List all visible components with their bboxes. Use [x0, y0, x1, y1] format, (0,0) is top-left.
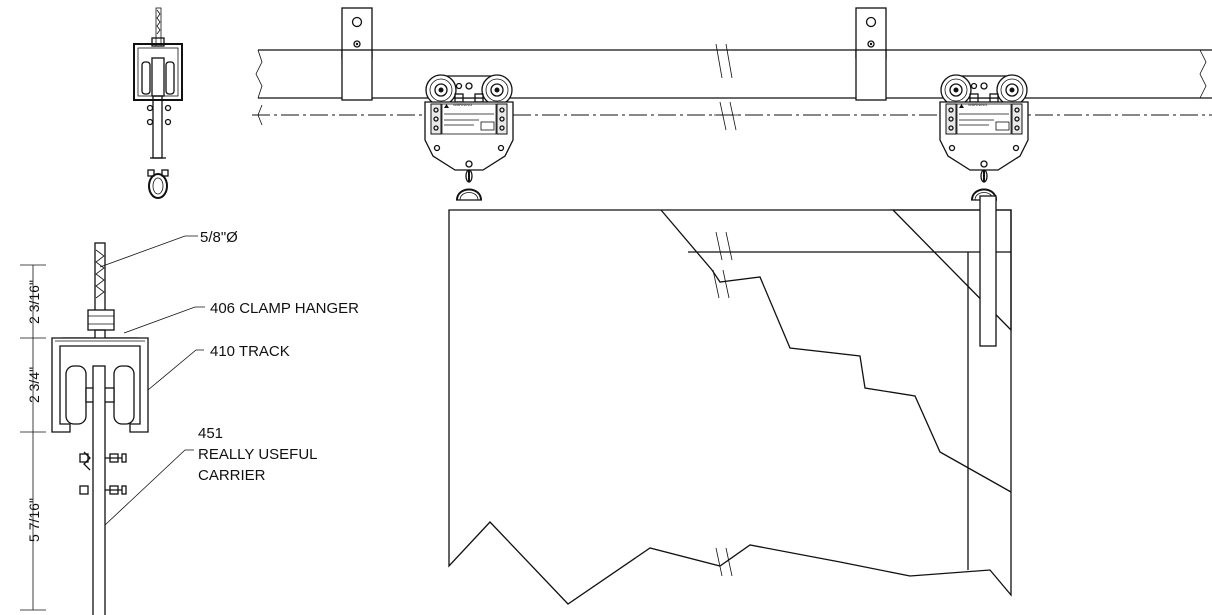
track-elevation [252, 43, 1212, 131]
large-section-view [51, 242, 149, 615]
dimension-lines [20, 264, 46, 611]
dimension-3: 5 7/16" [26, 498, 42, 542]
carrier-left: WARNING [424, 74, 514, 201]
carrier-name-label-2: CARRIER [198, 467, 266, 484]
hanger-bracket-left [341, 7, 373, 101]
dimension-1: 2 3/16" [26, 280, 42, 324]
warning-text: WARNING [453, 102, 472, 107]
carrier-number-label: 451 [198, 425, 223, 442]
track-label: 410 TRACK [210, 343, 290, 360]
rod-label: 5/8"Ø [200, 229, 238, 246]
leaders [99, 235, 205, 526]
carrier-right: WARNING [939, 74, 1029, 201]
clamp-hanger-label: 406 CLAMP HANGER [210, 300, 359, 317]
carrier-name-label-1: REALLY USEFUL [198, 446, 318, 463]
small-side-view [133, 7, 183, 199]
warning-text: WARNING [968, 102, 987, 107]
hanger-bracket-right [855, 7, 887, 101]
dimension-2: 2 3/4" [26, 367, 42, 403]
curtain-panel [448, 195, 1012, 605]
